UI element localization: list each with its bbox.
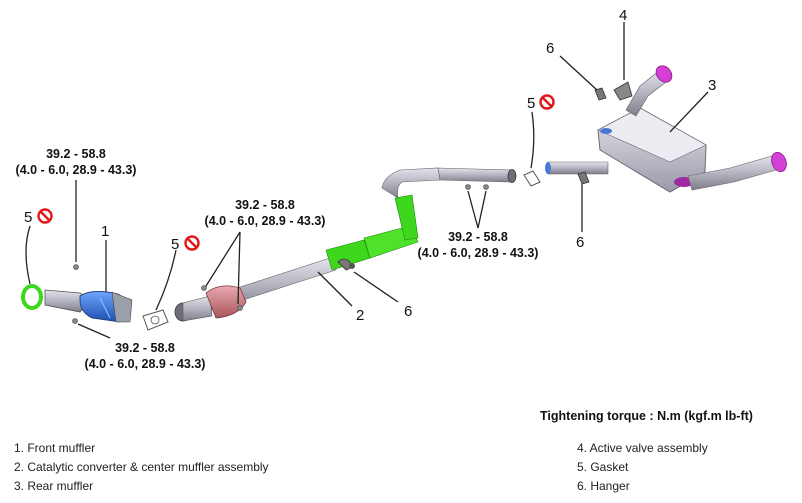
rear-gasket — [523, 170, 541, 187]
parts-legend-left: 1. Front muffler 2. Catalytic converter … — [14, 439, 269, 496]
legend-item: 4. Active valve assembly — [577, 441, 708, 455]
parts-legend-right: 4. Active valve assembly 5. Gasket 6. Ha… — [577, 439, 708, 496]
callout-4: 4 — [619, 7, 627, 24]
legend-item: 6. Hanger — [577, 479, 630, 493]
rear-hangers — [577, 87, 607, 185]
callout-2: 2 — [356, 307, 364, 324]
center-hanger — [337, 258, 355, 271]
legend-item: 2. Catalytic converter & center muffler … — [14, 460, 269, 474]
callout-1: 1 — [101, 223, 109, 240]
torque-label-rear: 39.2 - 58.8 (4.0 - 6.0, 28.9 - 43.3) — [418, 230, 539, 260]
front-gasket — [21, 284, 43, 310]
leader-lines — [25, 22, 709, 339]
svg-text:(4.0 - 6.0, 28.9 - 43.3): (4.0 - 6.0, 28.9 - 43.3) — [418, 246, 539, 260]
callout-6-top: 6 — [546, 40, 554, 57]
front-muffler — [44, 289, 133, 323]
callout-6-center: 6 — [404, 303, 412, 320]
legend-item: 1. Front muffler — [14, 441, 96, 455]
active-valve — [613, 81, 633, 101]
prohibit-icon — [539, 94, 555, 110]
front-bolts — [72, 264, 79, 324]
torque-label-center: 39.2 - 58.8 (4.0 - 6.0, 28.9 - 43.3) — [205, 198, 326, 228]
svg-text:(4.0 - 6.0, 28.9 - 43.3): (4.0 - 6.0, 28.9 - 43.3) — [16, 163, 137, 177]
prohibit-icon — [37, 208, 53, 224]
svg-text:(4.0 - 6.0, 28.9 - 43.3): (4.0 - 6.0, 28.9 - 43.3) — [85, 357, 206, 371]
svg-text:39.2 - 58.8: 39.2 - 58.8 — [46, 147, 106, 161]
legend-item: 5. Gasket — [577, 460, 629, 474]
mid-gasket — [142, 309, 169, 331]
callout-5-front: 5 — [24, 209, 32, 226]
callout-6-bottom: 6 — [576, 234, 584, 251]
svg-text:39.2 - 58.8: 39.2 - 58.8 — [448, 230, 508, 244]
callout-5-mid: 5 — [171, 236, 179, 253]
exhaust-system-diagram: 39.2 - 58.8 (4.0 - 6.0, 28.9 - 43.3) 39.… — [16, 7, 787, 371]
svg-text:39.2 - 58.8: 39.2 - 58.8 — [235, 198, 295, 212]
callout-3: 3 — [708, 77, 716, 94]
prohibit-icon — [184, 235, 200, 251]
svg-text:39.2 - 58.8: 39.2 - 58.8 — [115, 341, 175, 355]
svg-text:(4.0 - 6.0, 28.9 - 43.3): (4.0 - 6.0, 28.9 - 43.3) — [205, 214, 326, 228]
legend-item: 3. Rear muffler — [14, 479, 94, 493]
torque-label-front-top: 39.2 - 58.8 (4.0 - 6.0, 28.9 - 43.3) — [16, 147, 137, 177]
torque-label-front-bottom: 39.2 - 58.8 (4.0 - 6.0, 28.9 - 43.3) — [85, 341, 206, 371]
torque-unit-caption: Tightening torque : N.m (kgf.m lb-ft) — [540, 409, 753, 423]
rear-muffler — [545, 65, 787, 193]
center-muffler-assembly — [174, 167, 517, 322]
callout-5-rear: 5 — [527, 95, 535, 112]
center-bolts — [201, 184, 489, 311]
